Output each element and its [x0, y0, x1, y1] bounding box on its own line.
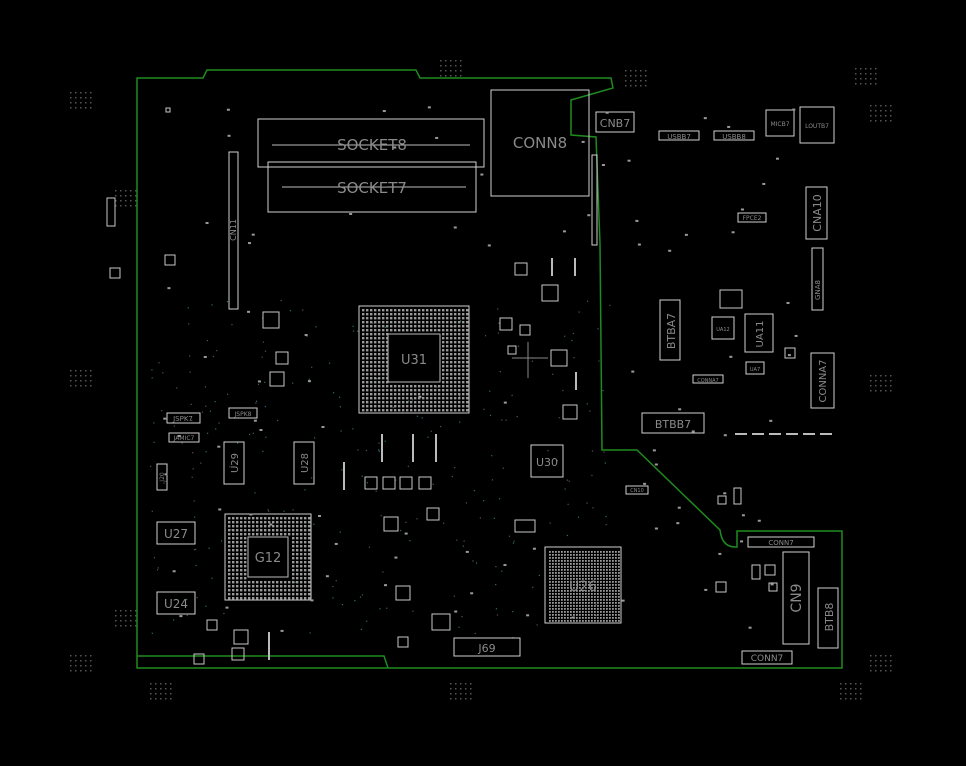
cna10-label: CNA10: [811, 194, 824, 231]
u30-outline: [530, 444, 564, 478]
jspk7-outline: [166, 412, 201, 424]
u27-outline: [156, 521, 196, 545]
conn7-bottom-outline: [741, 650, 793, 665]
u31-label: U31: [401, 353, 427, 368]
loutb7-label: LOUTB7: [805, 123, 829, 130]
ua11-label: UA11: [755, 321, 766, 348]
fpce2-outline: [737, 212, 767, 223]
board-outline: [136, 69, 843, 669]
cn10-label: CN10: [630, 488, 644, 494]
loutb7-outline: [799, 106, 835, 144]
u30-label: U30: [536, 456, 558, 469]
j20-outline: [156, 463, 168, 491]
btba7-outline: [659, 299, 681, 361]
usbb7-label: USBB7: [667, 133, 691, 141]
gna8-outline: [811, 247, 824, 311]
u28-outline: [293, 441, 315, 485]
u28-label: U28: [300, 453, 311, 473]
ua7-label: UA7: [750, 367, 760, 373]
socket7-label: SOCKET7: [337, 179, 407, 197]
conn8-label: CONN8: [513, 134, 567, 152]
cn11-label: CN11: [229, 219, 238, 241]
u27-label: U27: [164, 527, 188, 541]
usbb7-outline: [658, 130, 700, 141]
conna7-outline: [810, 352, 835, 409]
btb8-label: BTB8: [823, 603, 836, 632]
ua12-label: UA12: [716, 327, 729, 333]
conna2-label: CONNA7: [697, 378, 719, 384]
btb8-outline: [817, 587, 839, 649]
u26-label: U26: [569, 579, 597, 595]
j69-outline: [453, 637, 521, 657]
micb7-label: MICB7: [770, 121, 789, 128]
jspk7-label: JSPK7: [172, 415, 193, 423]
u29-outline: [223, 441, 245, 485]
u24-label: U24: [164, 597, 188, 611]
fpce2-label: FPCE2: [743, 215, 762, 222]
conna7-label: CONNA7: [818, 359, 829, 402]
via-dots: [70, 60, 892, 700]
small-components: [106, 106, 832, 665]
ua12-outline: [711, 316, 735, 340]
g12-label: G12: [255, 551, 282, 566]
socket8-outline: [257, 118, 485, 168]
socket7-outline: [267, 161, 477, 213]
btbb7-label: BTBB7: [655, 418, 691, 431]
cnb7-label: CNB7: [600, 117, 630, 130]
u31-bga: U31: [358, 305, 470, 414]
jspk8-label: JSPK8: [234, 411, 252, 418]
btbb7-outline: [641, 412, 705, 434]
socket8-label: SOCKET8: [337, 136, 407, 154]
conn7-top-outline: [747, 536, 815, 548]
conn7-bottom-label: CONN7: [751, 654, 784, 664]
gna8-label: GNA8: [814, 280, 822, 300]
u26-chip: U26: [544, 546, 622, 624]
cn11-outline: [228, 151, 239, 310]
j69-label: J69: [477, 642, 495, 655]
cn9-outline: [782, 551, 810, 645]
cnb7-outline: [595, 111, 635, 133]
cna10-outline: [805, 186, 828, 240]
conn7-top-label: CONN7: [768, 539, 793, 547]
btba7-label: BTBA7: [665, 313, 678, 349]
conn8-outline: [490, 89, 590, 197]
usbb8-outline: [713, 130, 755, 141]
ua11-outline: [744, 313, 774, 353]
jamic7-label: JAMIC7: [173, 435, 195, 442]
jspk8-outline: [228, 407, 258, 419]
j20-label: J20: [159, 472, 166, 483]
u29-label: U29: [230, 453, 241, 473]
cn9-label: CN9: [789, 583, 805, 612]
g12-bga: G12: [224, 513, 312, 601]
usbb8-label: USBB8: [722, 133, 746, 141]
micb7-outline: [765, 109, 795, 137]
jamic7-outline: [168, 432, 200, 443]
u24-outline: [156, 591, 196, 615]
